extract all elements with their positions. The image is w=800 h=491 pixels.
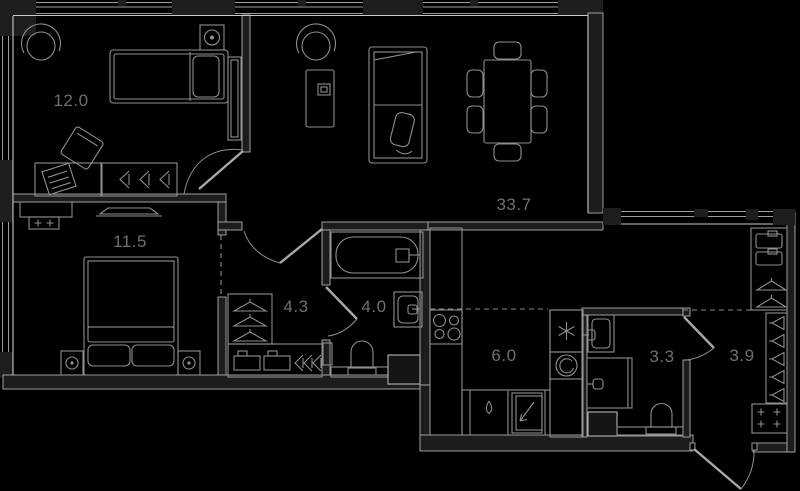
stove-icon bbox=[429, 309, 463, 345]
bathtub-icon bbox=[330, 231, 424, 279]
wc-fixtures bbox=[583, 314, 684, 437]
desk-chair-icon bbox=[60, 126, 104, 170]
wall-corridor-top-stub bbox=[217, 221, 243, 231]
wall-living-right bbox=[587, 12, 604, 214]
wall-corridor-left-lower bbox=[217, 296, 227, 378]
door-entrance bbox=[689, 442, 758, 490]
counter-bottom bbox=[461, 389, 551, 436]
wall-bedroom1-living bbox=[241, 14, 251, 153]
dresser-icon bbox=[227, 343, 323, 378]
counter-left bbox=[429, 227, 463, 436]
armchair-icon bbox=[295, 23, 337, 61]
wall-kitchen-top bbox=[427, 221, 604, 231]
radiator-icon bbox=[751, 403, 788, 434]
toilet-icon bbox=[347, 340, 377, 376]
bedroom2-furniture bbox=[19, 201, 201, 376]
armchair-icon bbox=[20, 23, 62, 61]
nightstand-icon bbox=[60, 350, 84, 376]
desk-icon bbox=[34, 162, 102, 197]
wall-bath-top bbox=[321, 221, 429, 231]
fridge-icon bbox=[549, 309, 584, 353]
wall-wing-right bbox=[786, 211, 796, 453]
window-band-top bbox=[30, 2, 600, 14]
sofa-icon bbox=[368, 46, 428, 164]
wall-wc-door-frame bbox=[682, 307, 691, 317]
wc-toilet-icon bbox=[616, 403, 684, 437]
entrance-hinge-left bbox=[689, 442, 696, 451]
cabinet-icon bbox=[305, 69, 335, 128]
room-label-bedroom-1: 12.0 bbox=[53, 91, 88, 110]
wall-wc-top bbox=[581, 307, 684, 316]
double-bed-icon bbox=[83, 256, 179, 376]
door-bathroom bbox=[325, 286, 358, 337]
vanity-icon bbox=[322, 342, 389, 378]
door-bedroom1 bbox=[183, 148, 244, 195]
room-label-kitchen: 6.0 bbox=[491, 346, 516, 365]
washing-machine-icon bbox=[549, 351, 584, 380]
zone-dashed-lines bbox=[220, 235, 753, 311]
room-labels: 12.0 11.5 33.7 4.3 4.0 6.0 3.3 3.9 bbox=[53, 91, 754, 366]
room-label-living-room: 33.7 bbox=[496, 195, 531, 214]
dishwasher-icon bbox=[511, 392, 543, 434]
room-label-hallway: 3.9 bbox=[729, 346, 754, 365]
storage-shelf-icon bbox=[750, 227, 788, 311]
console-radiator-icon bbox=[19, 201, 73, 230]
mirror-icon bbox=[227, 56, 242, 141]
ceiling-light-icon bbox=[199, 24, 225, 51]
wall-faces bbox=[12, 14, 589, 375]
wc-sink-icon bbox=[583, 314, 615, 353]
bathroom-fixtures bbox=[322, 231, 424, 385]
door-wc bbox=[683, 316, 715, 361]
shower-icon bbox=[586, 357, 633, 409]
sink-drop-icon bbox=[485, 400, 493, 415]
wall-bottom-step bbox=[419, 384, 431, 438]
hanger-wardrobe-icon bbox=[227, 293, 273, 345]
hanger-rail-icon bbox=[765, 312, 788, 404]
door-corridor bbox=[243, 228, 323, 264]
nightstand-icon bbox=[177, 350, 201, 376]
tall-unit-right bbox=[549, 309, 584, 438]
sink-icon bbox=[393, 291, 423, 328]
walls bbox=[0, 0, 796, 453]
wall-bath-left-upper bbox=[321, 229, 331, 286]
room-label-wc: 3.3 bbox=[649, 347, 674, 366]
hallway-furniture bbox=[750, 227, 788, 434]
wall-bedroom-divider bbox=[12, 193, 227, 203]
corridor-furniture bbox=[227, 293, 323, 378]
dining-table-icon bbox=[466, 41, 548, 162]
single-bed-icon bbox=[109, 49, 229, 104]
living-room-furniture bbox=[295, 23, 548, 164]
duct-shaft bbox=[387, 354, 421, 385]
duct-shaft bbox=[587, 411, 618, 437]
kitchen-fixtures bbox=[429, 227, 584, 438]
sliding-wardrobe-icon bbox=[101, 162, 178, 197]
wall-corridor-left-upper bbox=[217, 201, 227, 236]
wall-wc-right bbox=[682, 359, 691, 438]
room-label-bedroom-2: 11.5 bbox=[113, 232, 147, 251]
tv-icon bbox=[96, 207, 162, 217]
entrance-hinge-right bbox=[751, 442, 758, 451]
room-label-corridor: 4.3 bbox=[283, 297, 308, 316]
bedroom1-furniture bbox=[20, 23, 242, 197]
room-label-bathroom: 4.0 bbox=[361, 297, 386, 316]
